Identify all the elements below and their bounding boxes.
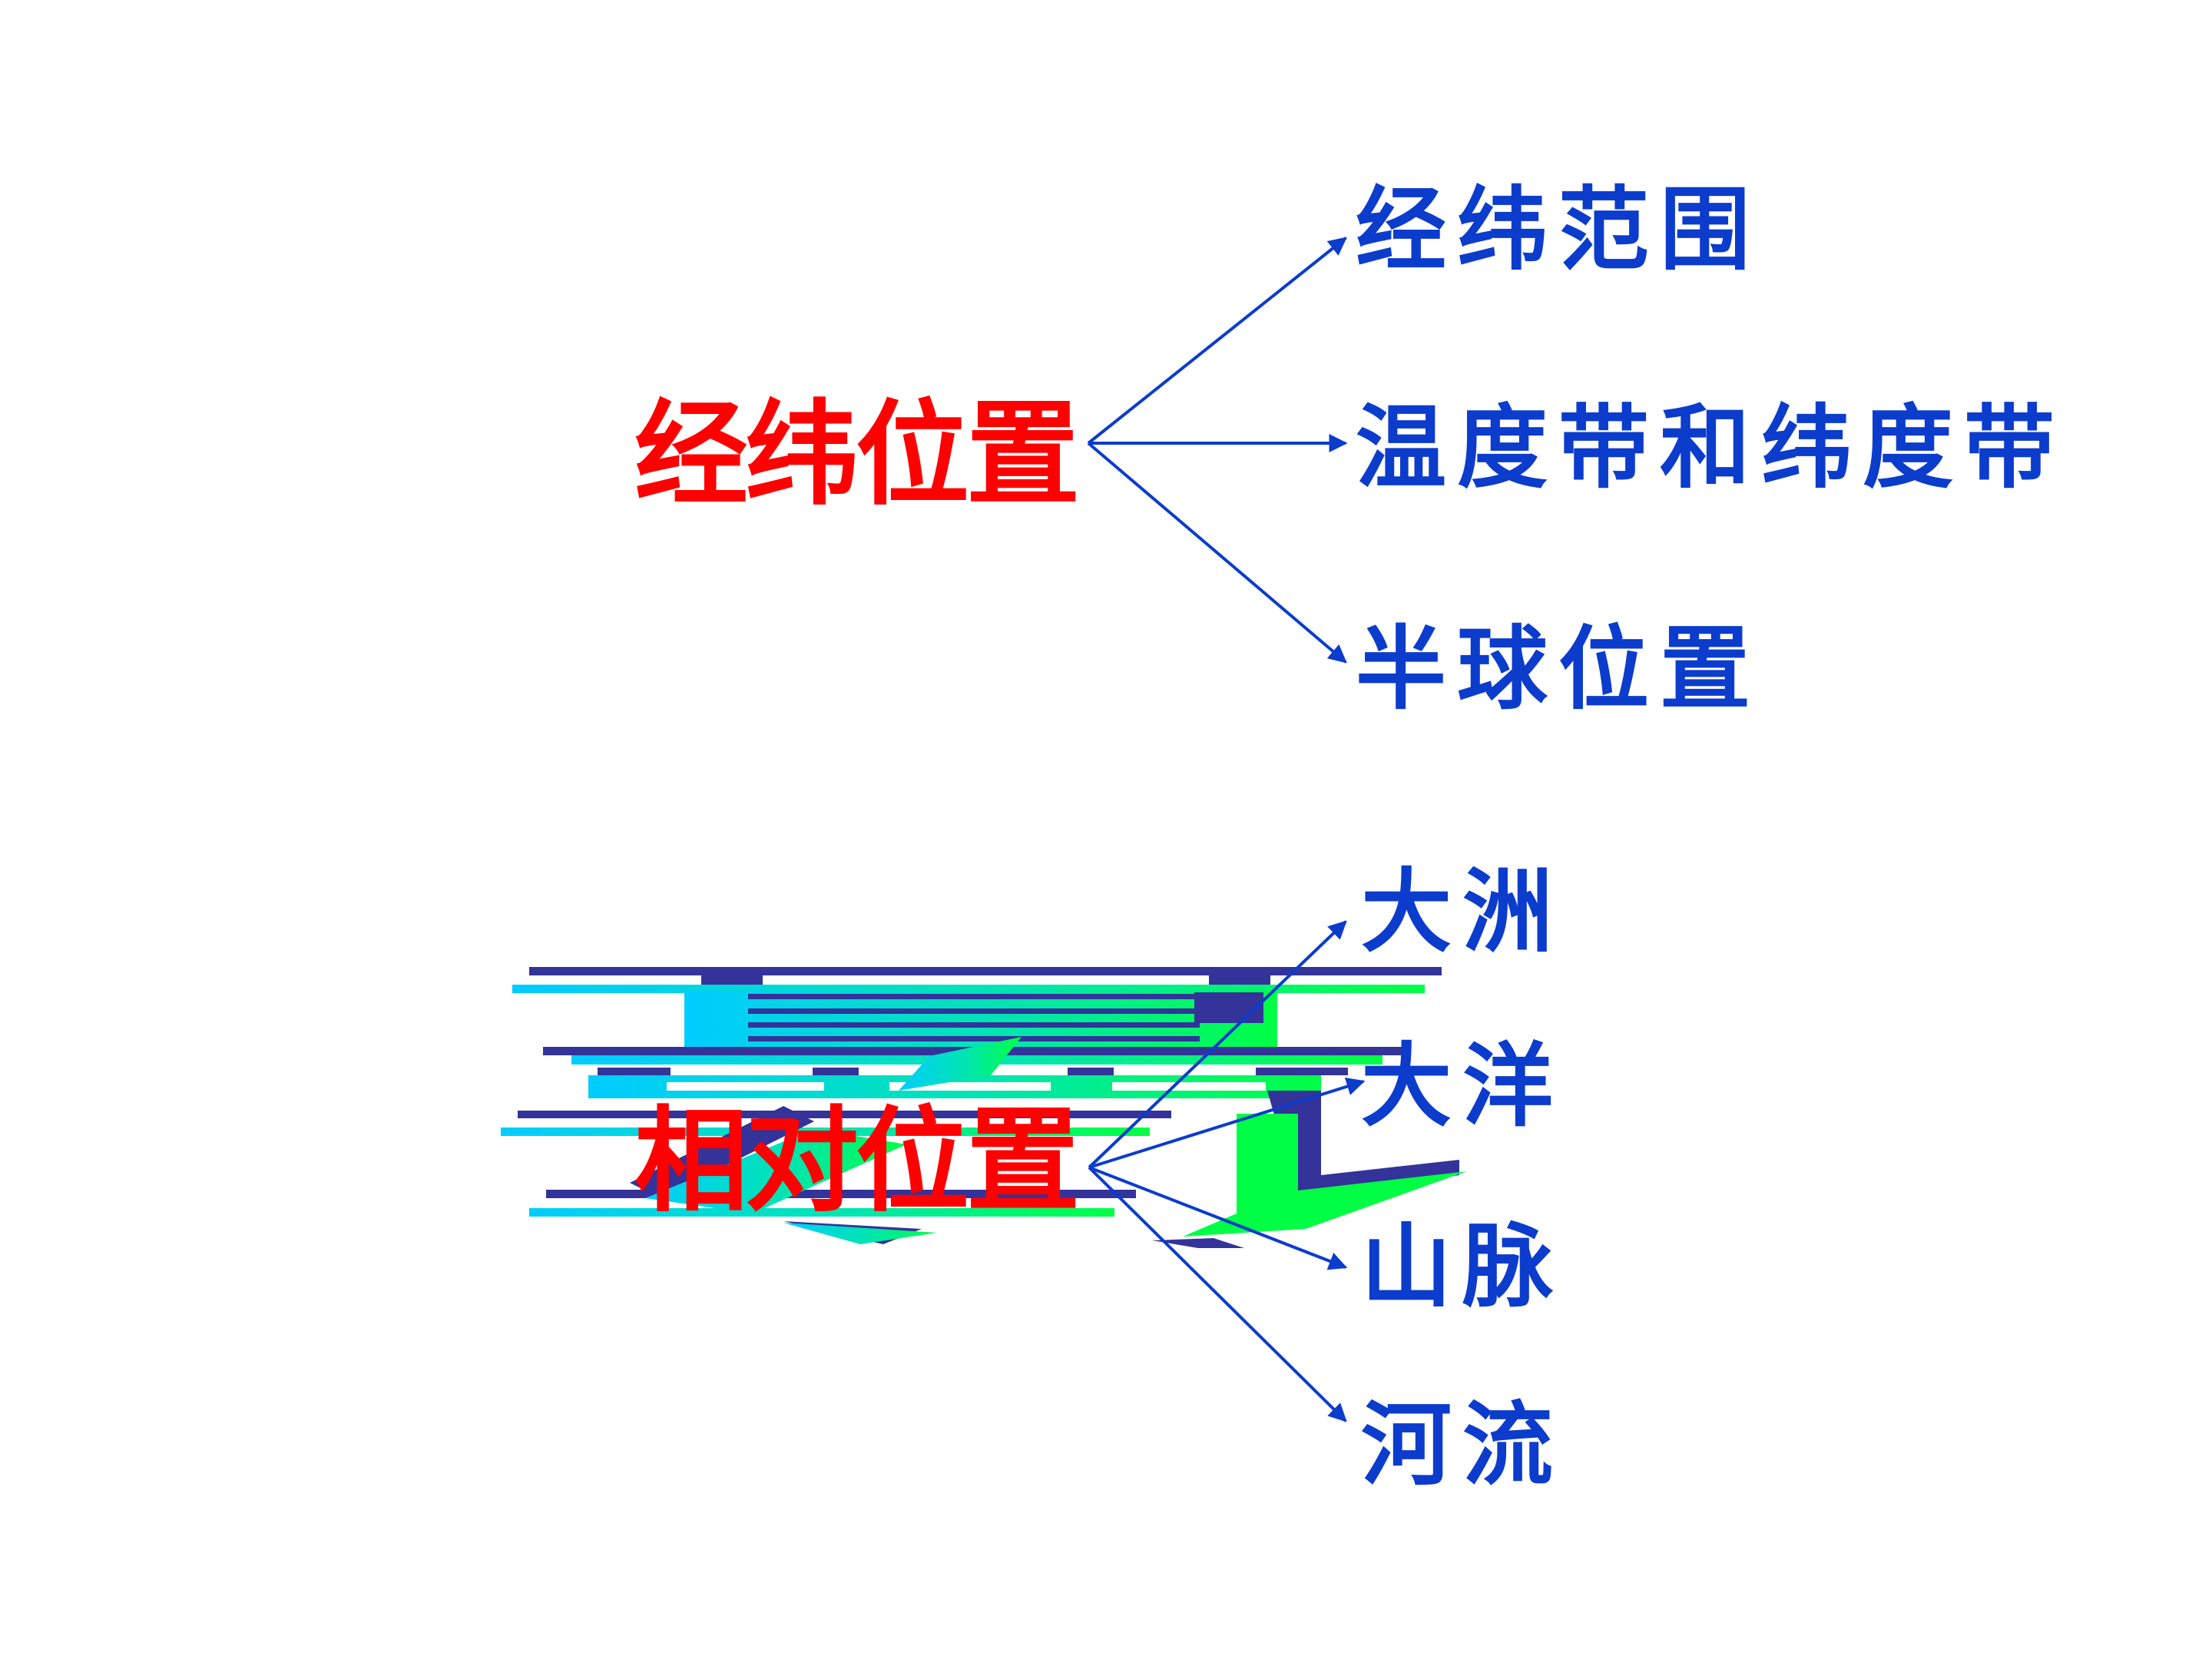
sub-label-continent: 大洲 bbox=[1361, 858, 1565, 965]
sub-label-river: 河流 bbox=[1361, 1391, 1565, 1498]
sub-label-mountain-range: 山脉 bbox=[1361, 1213, 1565, 1320]
sub-label-ocean: 大洋 bbox=[1361, 1032, 1565, 1139]
sub-label-hemisphere-position: 半球位置 bbox=[1356, 615, 1762, 722]
sub-label-temperature-latitude-zones: 温度带和纬度带 bbox=[1356, 394, 2066, 501]
sub-label-latlong-range: 经纬范围 bbox=[1356, 176, 1762, 283]
main-label-latitude-longitude-position: 经纬位置 bbox=[634, 389, 1080, 521]
main-label-relative-position: 相对位置 bbox=[634, 1095, 1080, 1227]
